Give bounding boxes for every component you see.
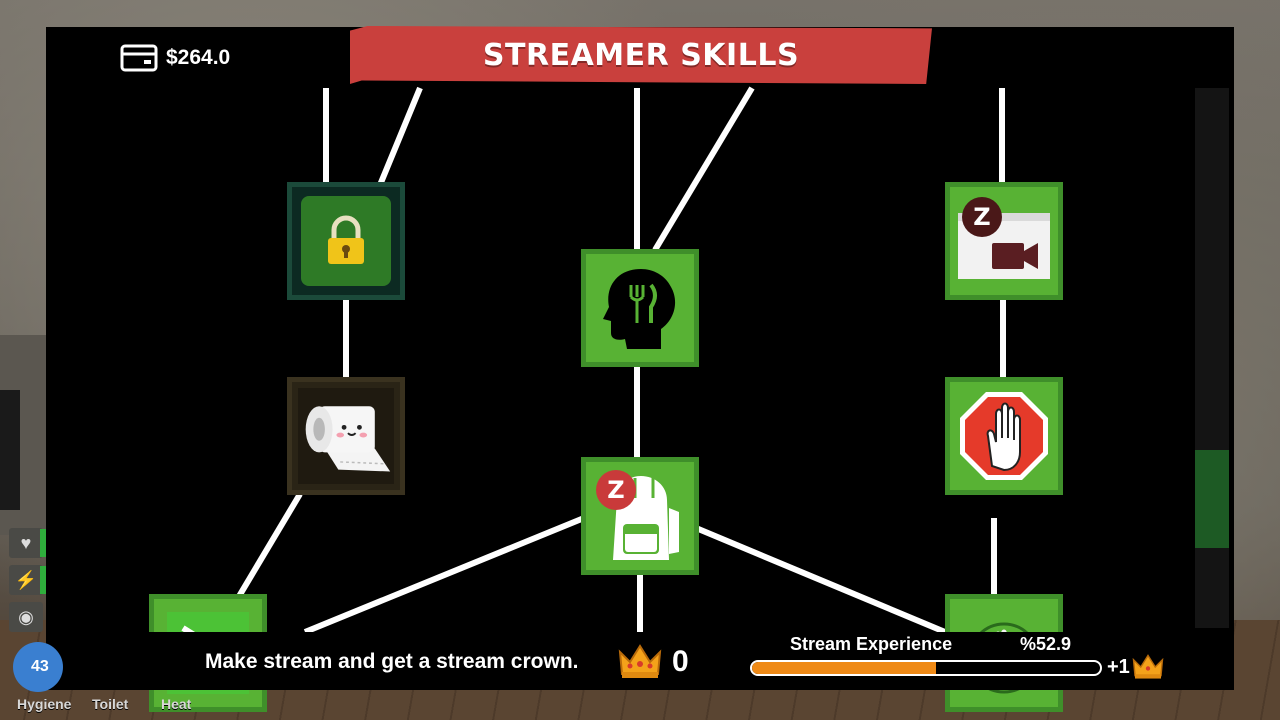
skill-tree-scrollbar[interactable] [1195, 88, 1229, 628]
hud-circle-value: 43 [31, 658, 49, 675]
hud-status-bar [40, 566, 46, 594]
skill-node-video-stream[interactable]: Z [945, 182, 1063, 300]
scrollbar-thumb[interactable] [1195, 450, 1229, 548]
title-banner: STREAMER SKILLS [350, 26, 932, 84]
heart-icon: ♥ [9, 528, 43, 558]
toilet-paper-icon [305, 406, 391, 472]
hint-text: Make stream and get a stream crown. [205, 650, 579, 673]
crown-counter: 0 [618, 644, 689, 680]
hud-label-toilet: Toilet [92, 696, 129, 712]
food-icon: ◉ [9, 602, 43, 632]
head-fork-knife-icon [603, 269, 676, 349]
skill-node-stop-hand[interactable] [945, 377, 1063, 495]
connector-line [235, 492, 303, 600]
money-value: $264.0 [166, 46, 231, 69]
lock-icon [328, 215, 364, 264]
hud-circle: 43 [13, 642, 63, 692]
skill-node-backpack[interactable]: Z [581, 457, 699, 575]
video-camera-icon [958, 213, 1050, 279]
skill-node-food-mind[interactable] [581, 249, 699, 367]
connector-line [652, 86, 755, 252]
page-title: STREAMER SKILLS [482, 37, 800, 73]
xp-percent: %52.9 [1020, 634, 1072, 654]
skill-node-toilet-paper[interactable] [287, 377, 405, 495]
connector-line [694, 525, 947, 635]
crown-count-value: 0 [672, 645, 689, 678]
z-badge: Z [596, 470, 636, 510]
z-badge: Z [962, 197, 1002, 237]
connector-line [377, 86, 423, 187]
money-display: $264.0 [120, 42, 230, 74]
hud-status-bar [40, 529, 46, 557]
card-icon [120, 44, 158, 72]
crown-icon [1132, 654, 1164, 679]
hud-label-heat: Heat [161, 696, 192, 712]
stop-hand-icon [960, 392, 1048, 480]
xp-reward-value: +1 [1107, 655, 1130, 678]
xp-progress-bar [750, 660, 1102, 676]
background-screen [0, 390, 20, 510]
skill-node-locked[interactable] [287, 182, 405, 300]
connector-line [303, 515, 586, 635]
energy-icon: ⚡ [9, 565, 43, 595]
hud-label-hygiene: Hygiene [17, 696, 72, 712]
xp-label: Stream Experience [790, 634, 953, 654]
crown-icon [618, 644, 662, 678]
xp-reward: +1 [1107, 654, 1164, 680]
xp-progress-fill [752, 662, 937, 674]
